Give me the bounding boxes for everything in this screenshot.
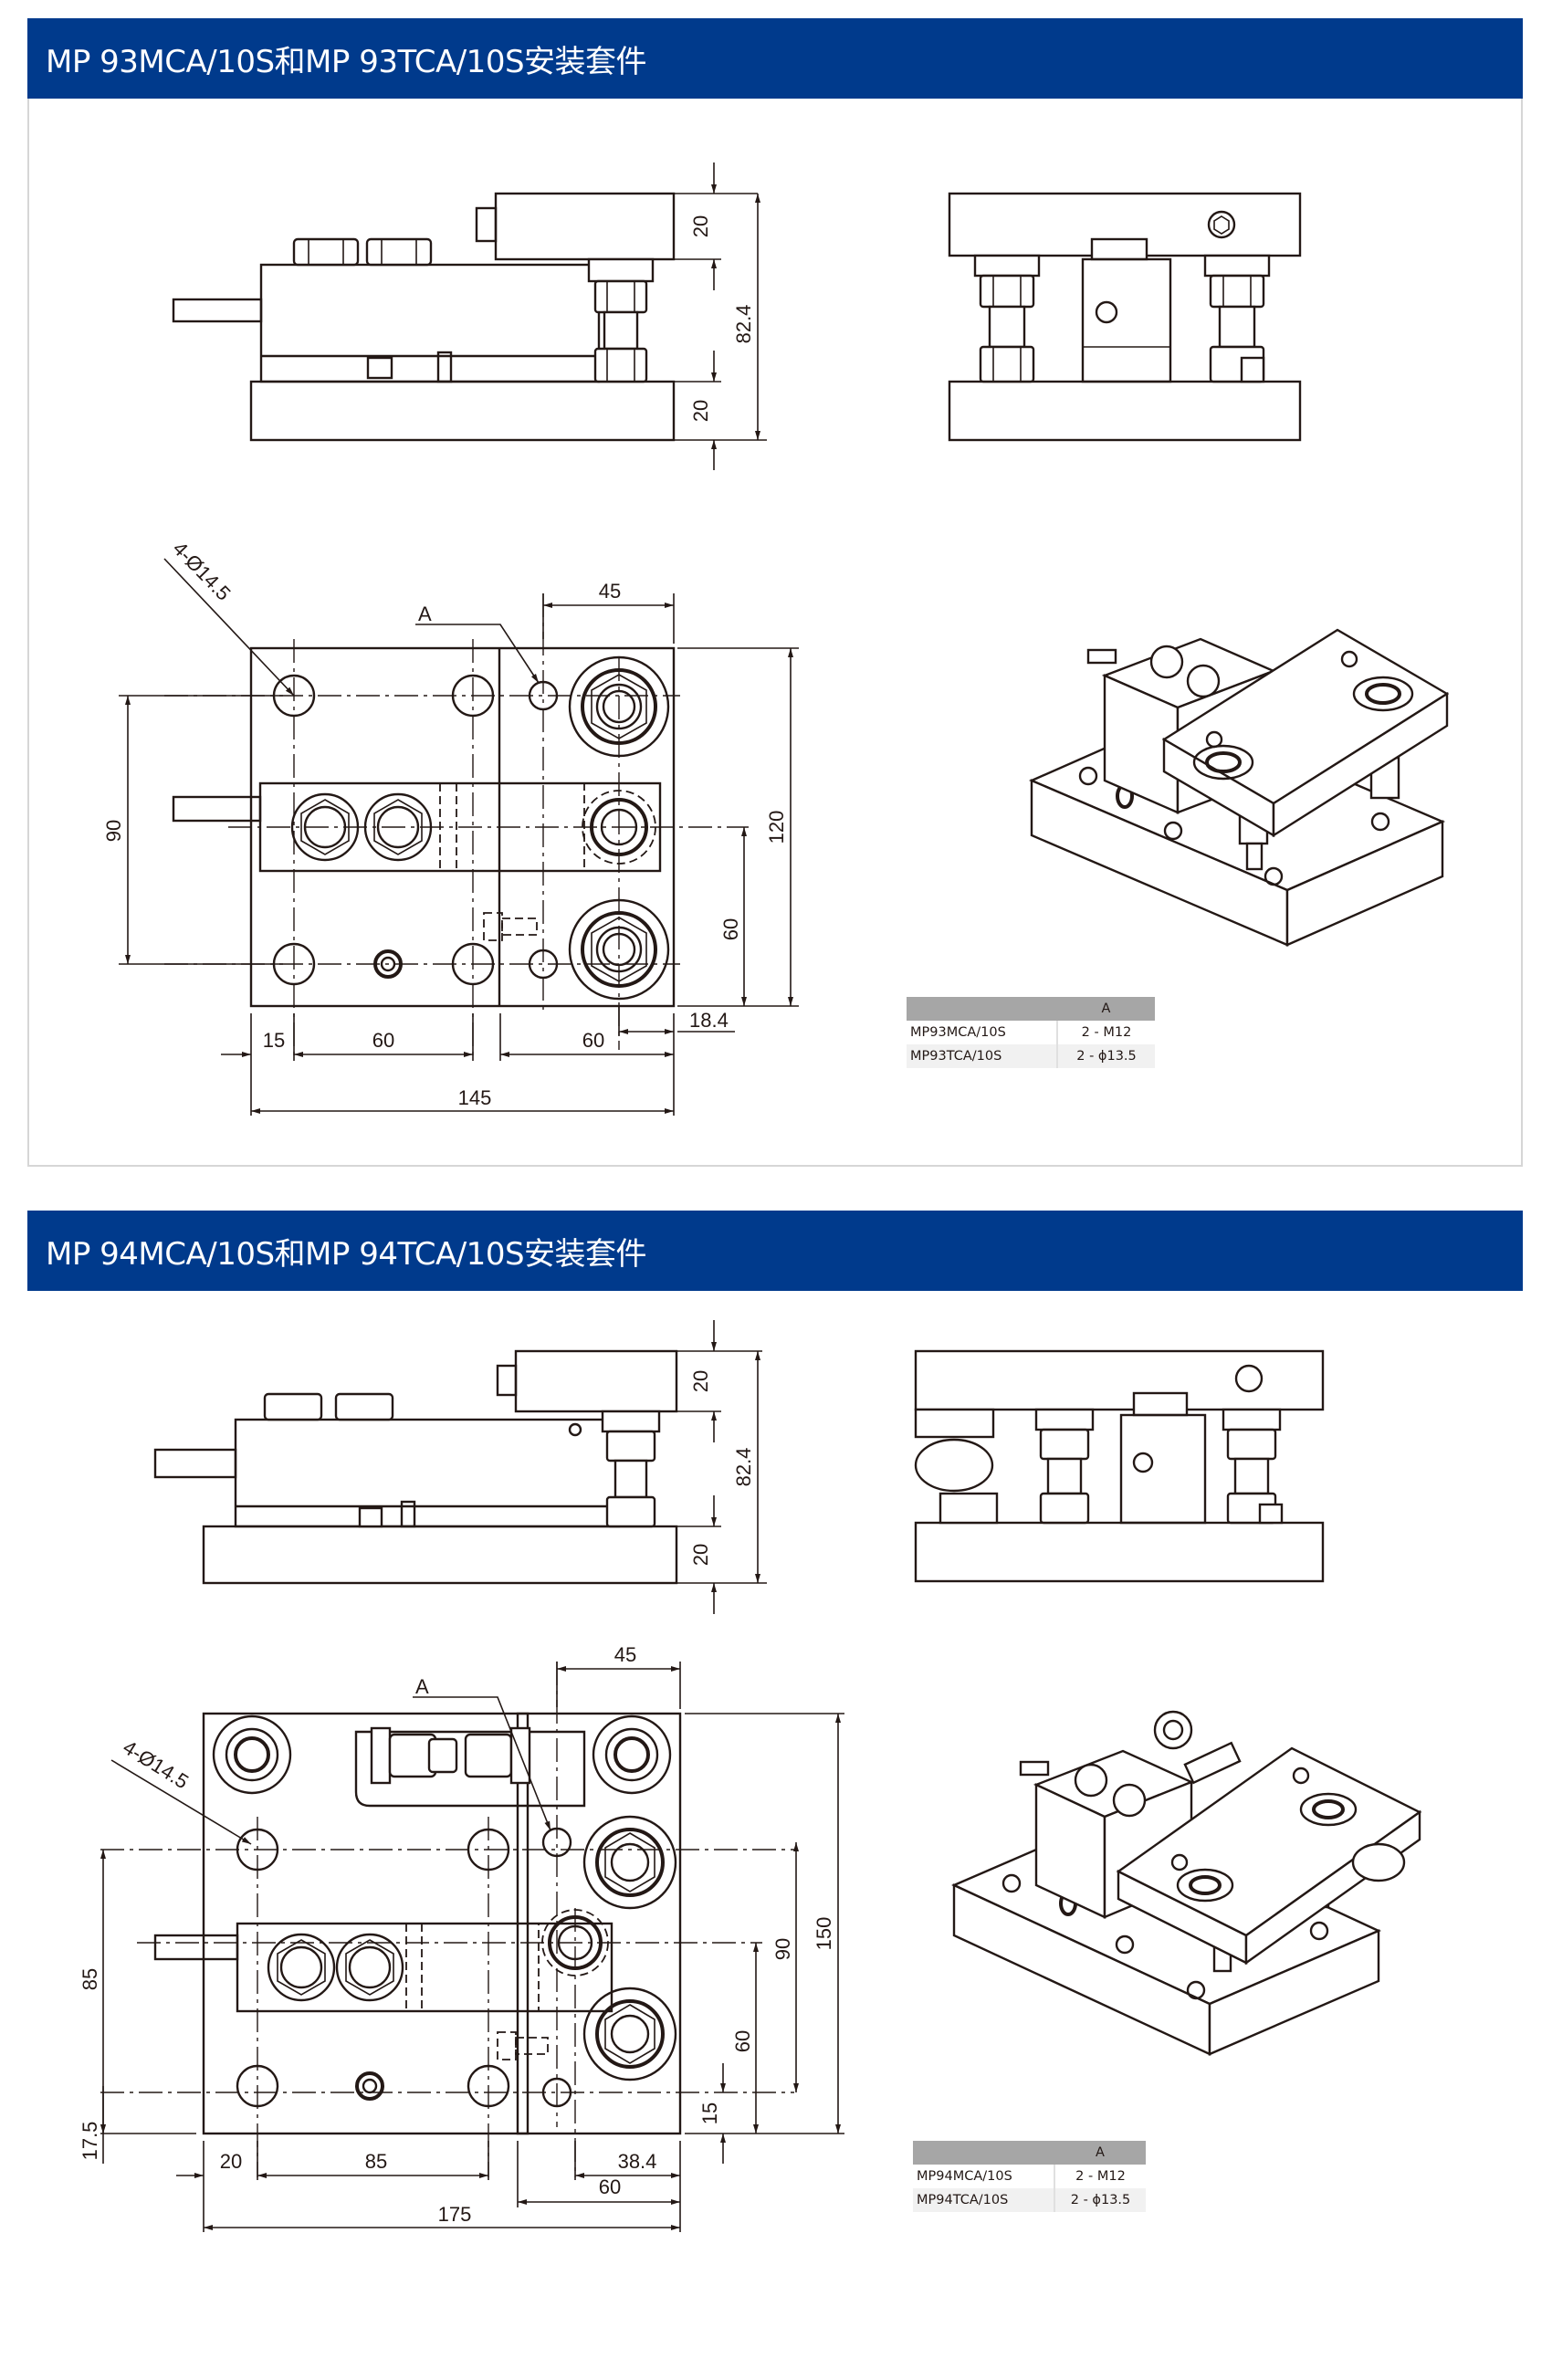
dim-total-height: 82.4 [732,305,755,344]
dim-right-height: 120 [765,811,788,844]
model-cell: MP93MCA/10S [907,1021,1057,1044]
model-cell: MP94TCA/10S [913,2188,1054,2212]
section-1-title: MP 93MCA/10S和MP 93TCA/10S安装套件 [46,43,647,80]
dim-left-bottom-offset: 17.5 [79,2122,101,2161]
top-plate [494,192,676,261]
dim-bottom-left-edge: 20 [220,2150,242,2173]
section-1-header: MP 93MCA/10S和MP 93TCA/10S安装套件 [27,18,1523,99]
dim-top-plate-height: 20 [689,1370,712,1392]
dim-top-plate-height: 20 [689,215,712,237]
load-cell-body [234,1418,621,1528]
hole-callout: 4-Ø14.5 [168,537,235,605]
dim-bottom-left-span: 60 [372,1029,394,1052]
dim-total-height: 82.4 [732,1448,755,1487]
base-plate [202,1525,678,1585]
a-value-cell: 2 - ϕ13.5 [1054,2188,1146,2212]
section-1-panel [27,99,1523,1167]
dim-right-total-height: 150 [813,1917,835,1951]
dim-base-plate-height: 20 [689,400,712,422]
s1-front-view: 20 82.4 20 [172,163,767,470]
s2-spec-table: A MP94MCA/10S 2 - M12 MP94TCA/10S 2 - ϕ1… [913,2141,1146,2212]
table-header-a: A [1054,2141,1146,2165]
dim-top-width: 45 [599,580,621,603]
table-row: MP94TCA/10S 2 - ϕ13.5 [913,2188,1146,2212]
cable [172,298,263,323]
s1-isometric-view [1028,628,1450,947]
dim-base-plate-height: 20 [689,1544,712,1566]
dim-bottom-offset: 15 [698,2102,721,2124]
model-cell: MP94MCA/10S [913,2165,1054,2188]
s1-spec-table: A MP93MCA/10S 2 - M12 MP93TCA/10S 2 - ϕ1… [907,997,1155,1068]
dim-bottom-right-span: 60 [582,1029,604,1052]
s1-top-view: 4-Ø14.5 A 45 90 120 60 18.4 15 [102,537,799,1116]
base-plate [914,1521,1325,1583]
thread-callout-a: A [415,1675,429,1698]
table-row: MP94MCA/10S 2 - M12 [913,2165,1146,2188]
s1-side-view [948,192,1302,442]
s2-isometric-view [951,1710,1422,2056]
table-header-a: A [1057,997,1155,1021]
dim-offset-right: 38.4 [618,2150,657,2173]
top-plate [914,1349,1325,1411]
base-plate [948,380,1302,442]
table-row: MP93MCA/10S 2 - M12 [907,1021,1155,1044]
dim-bottom-right-span: 60 [599,2176,621,2198]
section-2-header: MP 94MCA/10S和MP 94TCA/10S安装套件 [27,1211,1523,1291]
hole-callout: 4-Ø14.5 [119,1735,193,1793]
table-header-model [913,2141,1054,2165]
table-row: MP93TCA/10S 2 - ϕ13.5 [907,1044,1155,1068]
s2-front-view: 20 82.4 20 [153,1320,767,1614]
dim-total-width: 145 [458,1086,492,1109]
load-cell-body [259,263,601,383]
dim-bottom-left-edge: 15 [263,1029,285,1052]
dim-offset-right: 18.4 [689,1009,729,1032]
dim-inner-height: 60 [731,2030,754,2052]
table-header-model [907,997,1057,1021]
dim-right-inner-height: 90 [771,1938,794,1960]
dim-left-height: 85 [79,1968,101,1990]
thread-callout-a: A [418,603,432,625]
dim-left-height: 90 [102,820,125,842]
section-2-title: MP 94MCA/10S和MP 94TCA/10S安装套件 [46,1235,647,1273]
base-plate [249,380,676,442]
s2-top-view: 4-Ø14.5 A 45 85 17.5 150 90 60 15 [79,1643,844,2232]
dim-bottom-left-span: 85 [365,2150,387,2173]
dim-total-width: 175 [438,2203,472,2226]
s2-side-view [914,1349,1325,1583]
top-plate [514,1349,678,1413]
a-value-cell: 2 - M12 [1054,2165,1146,2188]
model-cell: MP93TCA/10S [907,1044,1057,1068]
a-value-cell: 2 - ϕ13.5 [1056,1044,1155,1068]
dim-top-width: 45 [614,1643,636,1666]
dim-inner-height: 60 [719,918,742,940]
a-value-cell: 2 - M12 [1056,1021,1155,1044]
